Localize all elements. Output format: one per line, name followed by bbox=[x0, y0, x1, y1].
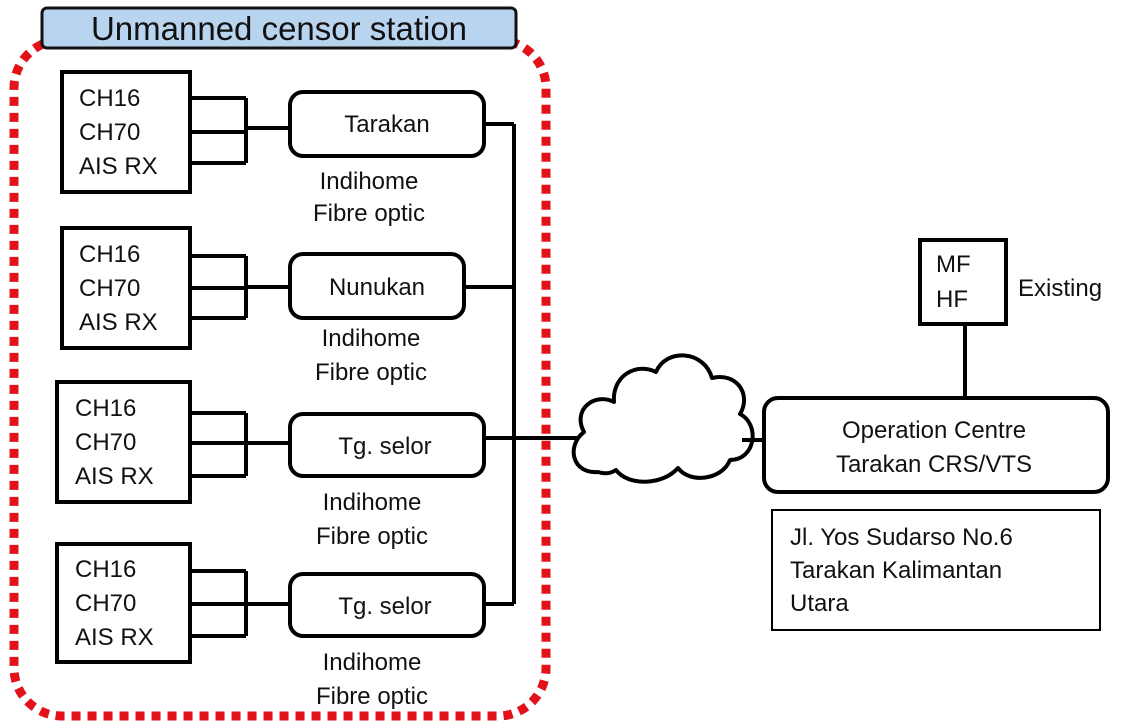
mf-hf-radio-box bbox=[918, 238, 1008, 326]
link-type-label: Indihome bbox=[320, 168, 419, 195]
address-box bbox=[771, 509, 1101, 631]
channel-label: CH70 bbox=[75, 429, 136, 456]
site-1: CH16 CH70 AIS RX Tarakan Indihome Fibre … bbox=[60, 70, 514, 227]
station-label: Tarakan bbox=[344, 111, 429, 138]
channel-label: CH70 bbox=[79, 119, 140, 146]
link-type-label: Fibre optic bbox=[316, 683, 428, 710]
address-line: Jl. Yos Sudarso No.6 bbox=[790, 524, 1013, 551]
station-box bbox=[288, 412, 486, 478]
title-tab bbox=[40, 6, 518, 50]
operation-centre-box bbox=[762, 396, 1110, 494]
existing-note: Existing bbox=[1018, 275, 1102, 302]
channel-combiner bbox=[190, 254, 290, 320]
channel-label: AIS RX bbox=[75, 463, 154, 490]
link-type-label: Indihome bbox=[323, 489, 422, 516]
operation-centre-title: Operation Centre bbox=[842, 417, 1026, 444]
channel-label: CH70 bbox=[75, 590, 136, 617]
channel-label: AIS RX bbox=[79, 309, 158, 336]
channel-label: CH16 bbox=[75, 556, 136, 583]
channel-combiner bbox=[190, 96, 290, 165]
link-type-label: Fibre optic bbox=[313, 200, 425, 227]
station-label: Nunukan bbox=[329, 274, 425, 301]
link-type-label: Indihome bbox=[323, 649, 422, 676]
site-2: CH16 CH70 AIS RX Nunukan Indihome Fibre … bbox=[60, 226, 514, 386]
site-3: CH16 CH70 AIS RX Tg. selor Indihome Fibr… bbox=[55, 380, 486, 550]
unmanned-station-boundary bbox=[9, 35, 551, 721]
channel-label: CH70 bbox=[79, 275, 140, 302]
station-label: Tg. selor bbox=[338, 593, 431, 620]
channel-label: CH16 bbox=[79, 85, 140, 112]
channel-label: AIS RX bbox=[79, 153, 158, 180]
cloud-icon bbox=[571, 353, 755, 484]
radio-label: HF bbox=[936, 286, 968, 313]
operation-centre-subtitle: Tarakan CRS/VTS bbox=[836, 451, 1032, 478]
channel-combiner bbox=[190, 569, 290, 638]
channel-combiner bbox=[190, 411, 290, 478]
link-type-label: Fibre optic bbox=[316, 523, 428, 550]
channel-label: CH16 bbox=[79, 241, 140, 268]
station-label: Tg. selor bbox=[338, 433, 431, 460]
channel-box bbox=[55, 542, 192, 664]
site-4: CH16 CH70 AIS RX Tg. selor Indihome Fibr… bbox=[55, 542, 514, 710]
channel-box bbox=[60, 70, 192, 194]
link-type-label: Indihome bbox=[322, 325, 421, 352]
channel-label: AIS RX bbox=[75, 624, 154, 651]
radio-label: MF bbox=[936, 251, 971, 278]
address-line: Utara bbox=[790, 590, 849, 617]
address-line: Tarakan Kalimantan bbox=[790, 557, 1002, 584]
link-type-label: Fibre optic bbox=[315, 359, 427, 386]
channel-label: CH16 bbox=[75, 395, 136, 422]
diagram-title: Unmanned censor station bbox=[91, 10, 467, 47]
